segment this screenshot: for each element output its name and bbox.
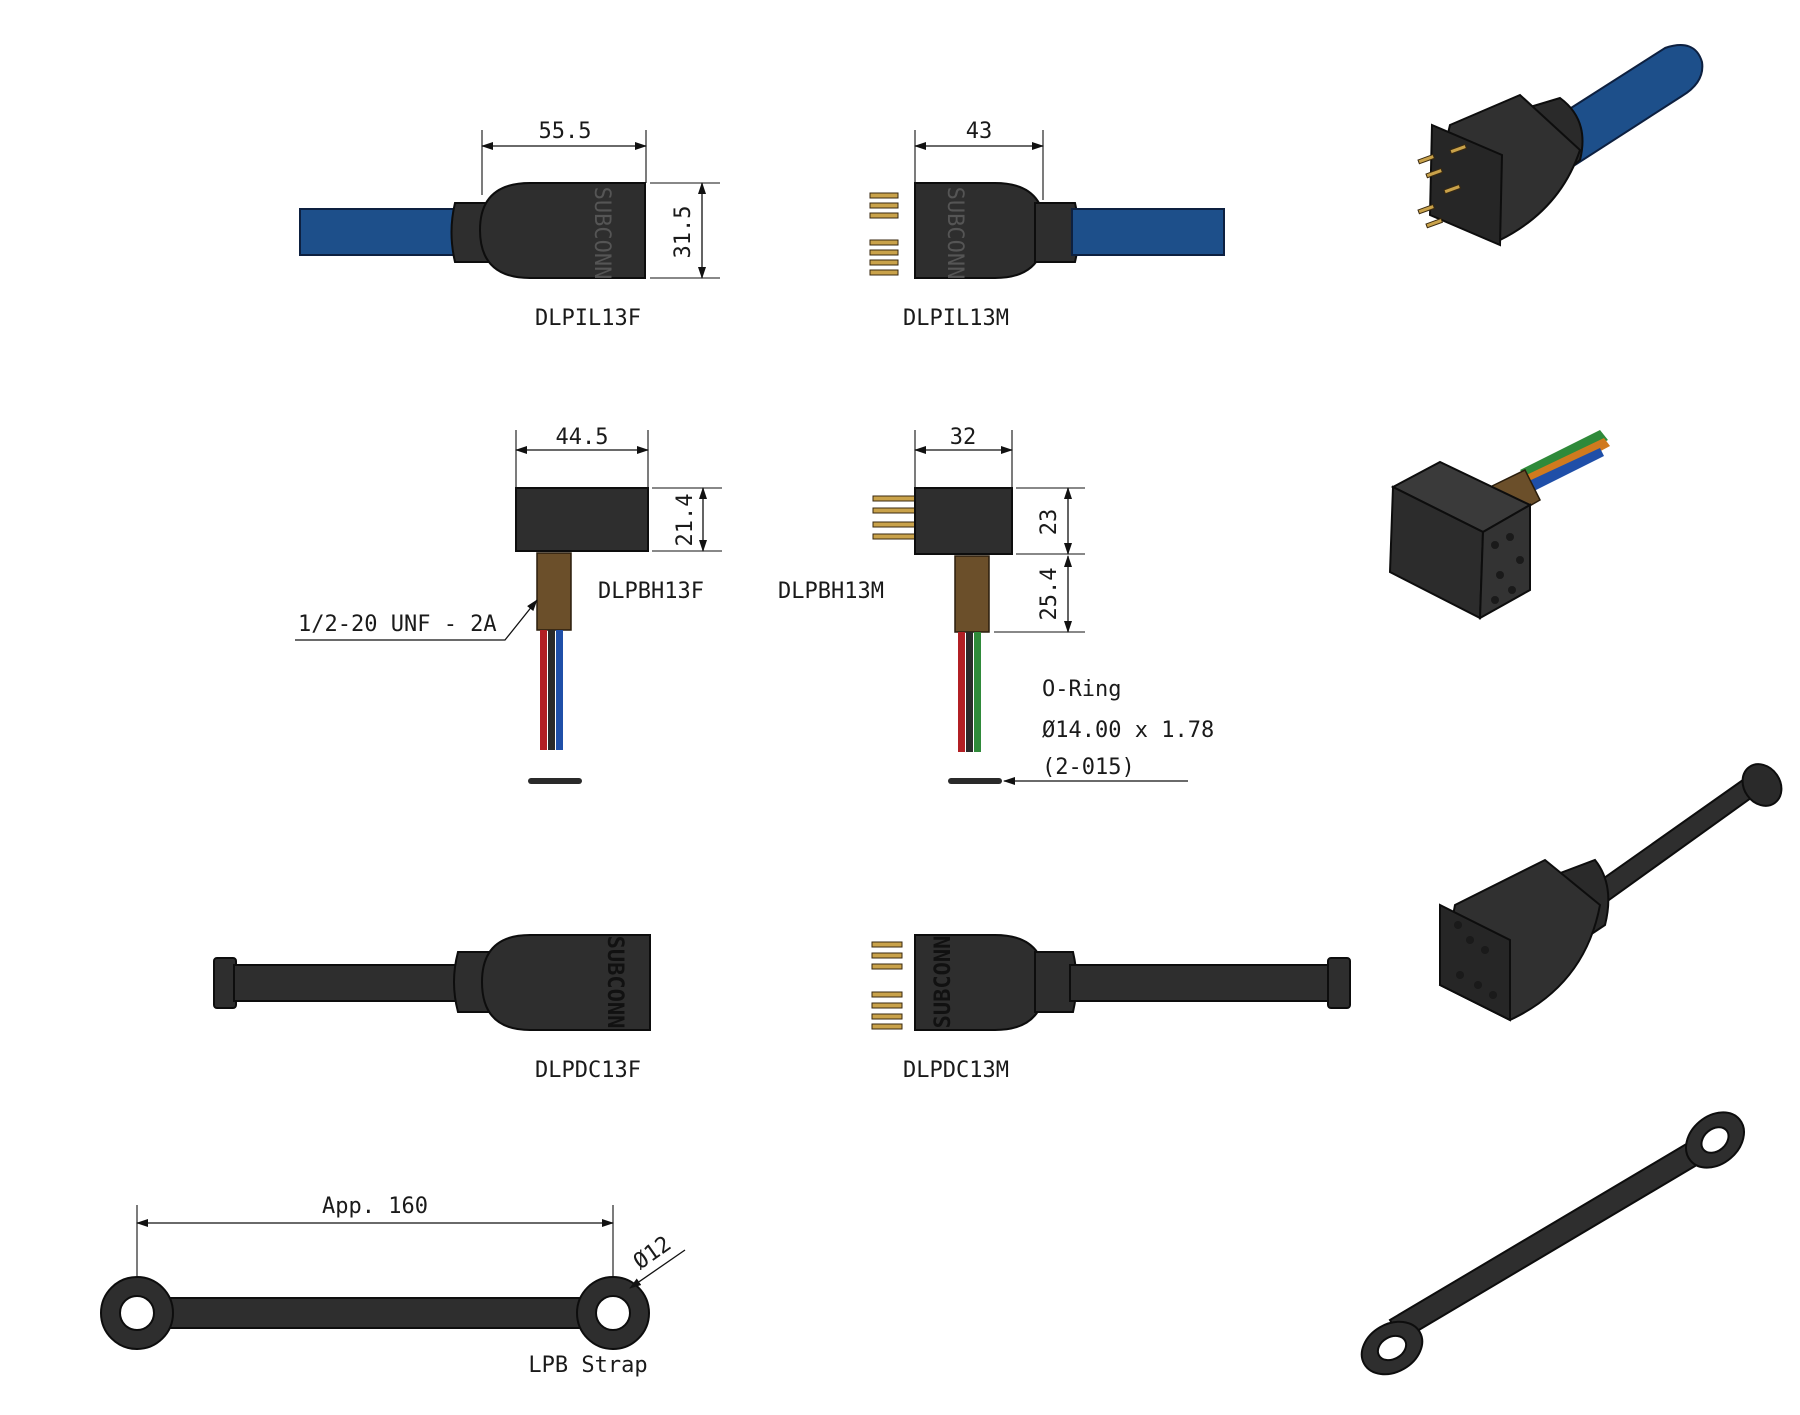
dim-shank: 25.4 xyxy=(1037,568,1062,621)
blue-cable xyxy=(299,208,461,256)
strap-3d-icon xyxy=(1360,1111,1745,1376)
connector-body xyxy=(478,182,646,279)
bulkhead-3d-icon xyxy=(1388,430,1610,620)
wire-red xyxy=(540,630,547,750)
wire-blue xyxy=(556,630,563,750)
label-dlpbh13m: DLPBH13M xyxy=(778,579,884,604)
label-dlpbh13f: DLPBH13F xyxy=(598,579,704,604)
view-dlpdc13f: SUBCONN DLPDC13F xyxy=(213,934,651,1083)
label-dlpdc13f: DLPDC13F xyxy=(535,1058,641,1083)
wire-red xyxy=(958,632,965,752)
brand-mark: SUBCONN xyxy=(589,187,614,280)
blue-cable xyxy=(1071,208,1225,256)
label-dlpil13f: DLPIL13F xyxy=(535,306,641,331)
dummy-cable xyxy=(1069,964,1333,1002)
view-dlpil13f: SUBCONN 55.5 31.5 DLPIL13F xyxy=(299,119,720,331)
thread-callout: 1/2-20 UNF - 2A xyxy=(298,612,497,637)
brass-shank xyxy=(536,552,572,631)
oring xyxy=(948,778,1002,784)
view-dlpdc13m: SUBCONN DLPDC13M xyxy=(871,934,1351,1083)
dummy-end-cap xyxy=(213,957,237,1009)
dim-width: 55.5 xyxy=(539,119,592,144)
label-lpb-strap: LPB Strap xyxy=(528,1353,647,1378)
dummy-end-cap xyxy=(1327,957,1351,1009)
dim-height: 31.5 xyxy=(671,206,696,259)
connector-body xyxy=(914,487,1013,555)
strap-band xyxy=(149,1297,621,1329)
oring xyxy=(528,778,582,784)
dummy-cable xyxy=(233,964,465,1002)
dim-length: App. 160 xyxy=(322,1194,428,1219)
oring-code: (2-015) xyxy=(1042,755,1135,780)
oring-title: O-Ring xyxy=(1042,677,1121,702)
connector-body xyxy=(480,934,651,1031)
brand-mark: SUBCONN xyxy=(602,936,627,1029)
wire-black xyxy=(966,632,973,752)
view-dlpbh13m: 32 23 25.4 DLPBH13M O-Ring Ø14.00 x 1.78… xyxy=(778,425,1214,785)
brand-mark: SUBCONN xyxy=(931,936,956,1029)
view-dlpbh13f: 44.5 21.4 1/2-20 UNF - 2A DLPBH13F xyxy=(295,425,722,784)
pin-array xyxy=(869,192,899,276)
view-lpb-strap: App. 160 Ø12 LPB Strap xyxy=(100,1194,686,1378)
label-dlpdc13m: DLPDC13M xyxy=(903,1058,1009,1083)
connector-3d-icon xyxy=(1417,44,1704,247)
dim-width: 44.5 xyxy=(556,425,609,450)
pin-array xyxy=(871,941,903,1030)
brand-mark: SUBCONN xyxy=(942,187,967,280)
dim-eye-dia: Ø12 xyxy=(629,1232,676,1275)
dim-height: 21.4 xyxy=(673,494,698,547)
dim-width: 43 xyxy=(966,119,993,144)
brass-shank xyxy=(954,555,990,633)
oring-size: Ø14.00 x 1.78 xyxy=(1042,718,1214,743)
wire-green xyxy=(974,632,981,752)
connector-body xyxy=(515,487,649,552)
connector-body xyxy=(914,182,1047,279)
dummy-3d-icon xyxy=(1438,763,1783,1022)
wire-black xyxy=(548,630,555,750)
dim-width: 32 xyxy=(950,425,977,450)
pin-array xyxy=(872,495,918,540)
dim-height: 23 xyxy=(1037,509,1062,536)
label-dlpil13m: DLPIL13M xyxy=(903,306,1009,331)
view-dlpil13m: SUBCONN 43 DLPIL13M xyxy=(869,119,1225,331)
